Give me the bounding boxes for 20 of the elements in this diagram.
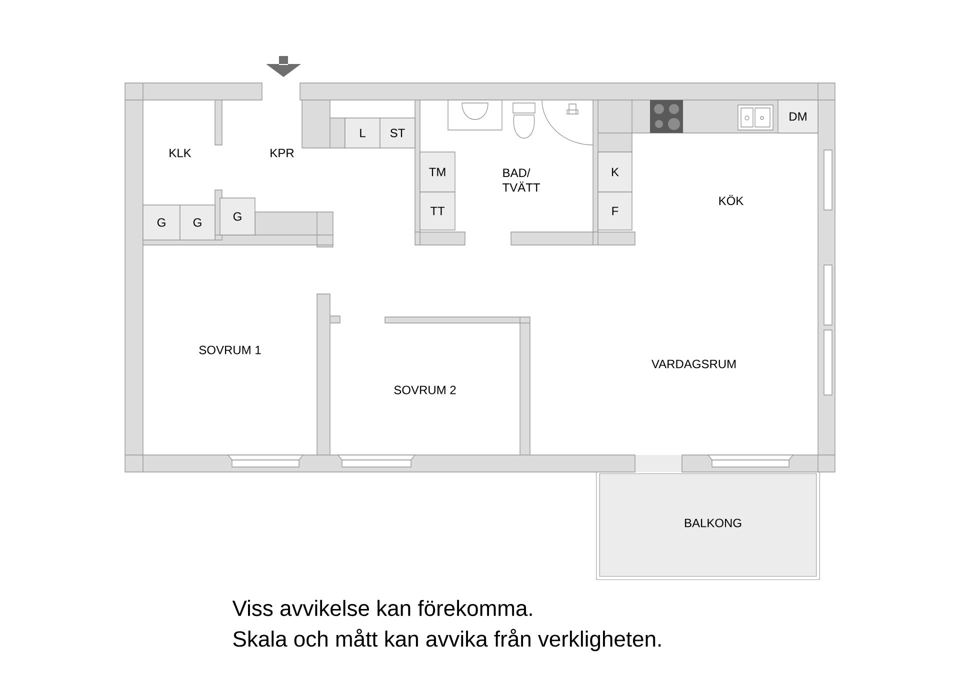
cabinet-box: G <box>180 204 216 240</box>
cabinet-box: ST <box>380 118 416 148</box>
room-label: BAD/ TVÄTT <box>502 168 540 192</box>
cabinet-box: TM <box>420 152 456 192</box>
note-text: Skala och mått kan avvika från verkligheten. <box>233 628 661 652</box>
cabinet-box: G <box>142 204 180 240</box>
room-label: SOVRUM 1 <box>199 346 261 354</box>
room-label: SOVRUM 2 <box>394 386 456 394</box>
room-label: KÖK <box>719 194 744 206</box>
cabinet-box: TT <box>420 192 456 230</box>
room-label: KPR <box>270 148 294 158</box>
note-text: Viss avvikelse kan förekomma. <box>232 600 532 616</box>
cabinet-box: F <box>598 192 632 230</box>
cabinet-box: DM <box>778 100 818 134</box>
room-label: BALKONG <box>684 518 742 528</box>
cabinet-box: L <box>344 118 380 148</box>
cabinet-box: K <box>598 152 632 192</box>
room-label: VARDAGSRUM <box>652 360 736 368</box>
room-label: KLK <box>170 148 192 158</box>
cabinet-box: G <box>220 198 256 236</box>
